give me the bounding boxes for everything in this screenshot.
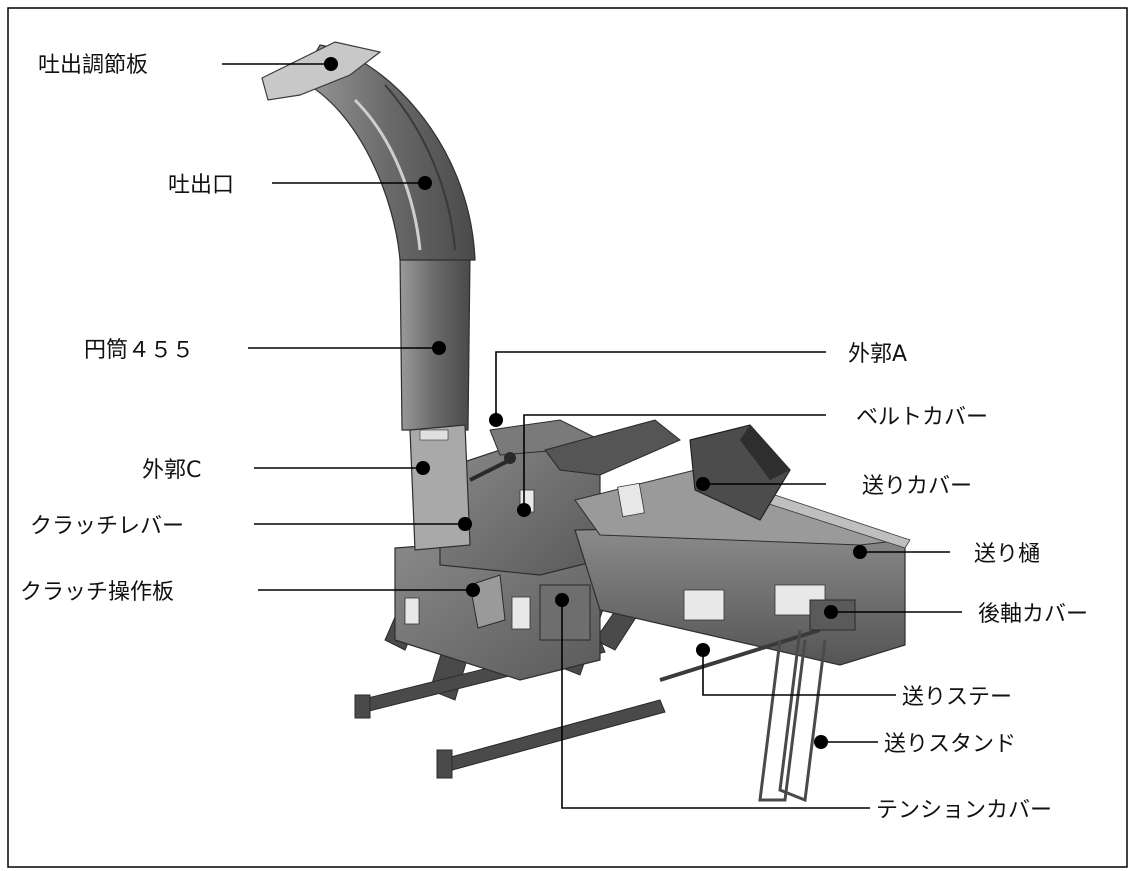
label-clutch-operation-plate: クラッチ操作板 bbox=[20, 580, 174, 605]
label-tension-cover: テンションカバー bbox=[876, 798, 1052, 823]
marker-clutch-operation-plate bbox=[466, 583, 480, 597]
marker-outer-shell-a bbox=[489, 413, 503, 427]
adjust-plate bbox=[261, 41, 382, 101]
marker-feed-trough bbox=[853, 545, 867, 559]
label-belt-cover: ベルトカバー bbox=[856, 405, 988, 430]
label-feed-trough: 送り樋 bbox=[974, 542, 1040, 567]
marker-discharge-port bbox=[418, 176, 432, 190]
marker-cylinder-455 bbox=[432, 341, 446, 355]
label-cylinder-455: 円筒４５５ bbox=[84, 338, 194, 363]
label-discharge-adjust-plate: 吐出調節板 bbox=[38, 53, 148, 78]
label-outer-shell-a: 外郭A bbox=[848, 342, 907, 367]
pipe-lower bbox=[409, 424, 471, 551]
marker-feed-stay bbox=[696, 643, 710, 657]
marker-belt-cover bbox=[517, 503, 531, 517]
label-outer-shell-c: 外郭C bbox=[142, 458, 201, 483]
leader-lines bbox=[222, 57, 962, 809]
label-feed-stand: 送りスタンド bbox=[884, 732, 1016, 757]
label-rear-shaft-cover: 後軸カバー bbox=[978, 602, 1088, 627]
marker-feed-stand bbox=[814, 735, 828, 749]
label-clutch-lever: クラッチレバー bbox=[30, 514, 184, 539]
top-unit bbox=[544, 419, 681, 476]
marker-feed-cover bbox=[696, 477, 710, 491]
label-feed-cover: 送りカバー bbox=[862, 474, 972, 499]
marker-outer-shell-c bbox=[416, 461, 430, 475]
forage-cutter-illustration bbox=[261, 41, 911, 803]
marker-clutch-lever bbox=[458, 517, 472, 531]
part-labels: 吐出調節板 吐出口 円筒４５５ 外郭C クラッチレバー クラッチ操作板 外郭A … bbox=[20, 53, 1088, 823]
label-feed-stay: 送りステー bbox=[902, 685, 1012, 710]
marker-rear-shaft-cover bbox=[824, 605, 838, 619]
label-discharge-port: 吐出口 bbox=[168, 173, 234, 198]
marker-discharge-adjust-plate bbox=[324, 57, 338, 71]
marker-tension-cover bbox=[555, 593, 569, 607]
